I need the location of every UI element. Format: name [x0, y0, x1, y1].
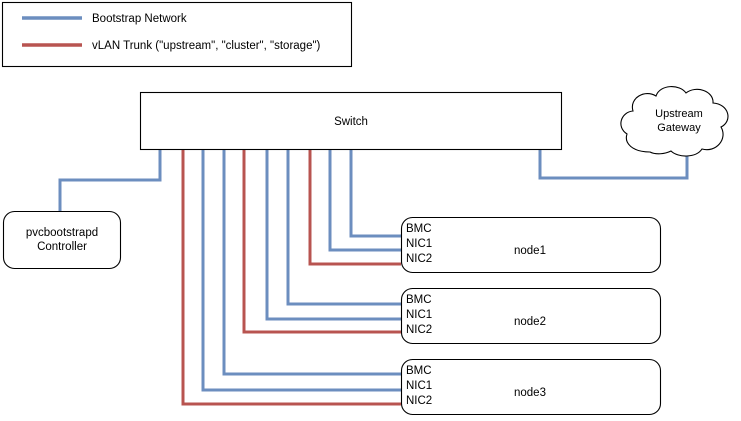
upstream-gateway-cloud[interactable]: [620, 86, 729, 157]
upstream-gateway-label-line1: Upstream: [655, 108, 703, 120]
node1-port-label-bmc: BMC: [406, 223, 432, 235]
node1-title: node1: [514, 245, 546, 257]
node1-port-label-nic2: NIC2: [406, 253, 432, 265]
node3-port-label-nic2: NIC2: [406, 395, 432, 407]
node1-box[interactable]: [400, 216, 662, 274]
pvcbootstrapd-controller-box[interactable]: [2, 210, 122, 270]
node1-port-label-nic1: NIC1: [406, 238, 432, 250]
node2-port-label-bmc: BMC: [406, 294, 432, 306]
wire-switch-to-node1-nic1: [328, 150, 401, 252]
wire-switch-to-node3-bmc: [222, 150, 401, 376]
node3-port-label-bmc: BMC: [406, 365, 432, 377]
node2-port-label-nic1: NIC1: [406, 309, 432, 321]
pvcbootstrapd-controller-label-line2: Controller: [37, 241, 87, 253]
legend-box: [1, 1, 353, 68]
node3-box[interactable]: [400, 358, 662, 416]
wire-switch-to-node1-nic2: [308, 150, 401, 266]
node2-box[interactable]: [400, 287, 662, 345]
wire-switch-to-node2-nic1: [265, 150, 401, 321]
node3-title: node3: [514, 387, 546, 399]
wire-switch-to-node1-bmc: [349, 150, 401, 238]
wire-switch-to-upstream-gateway: [538, 150, 689, 180]
wire-switch-to-node3-nic1: [201, 150, 401, 392]
legend-label-bootstrap-network: Bootstrap Network: [92, 13, 187, 25]
wire-switch-to-controller: [58, 150, 162, 212]
wire-switch-to-node2-bmc: [286, 150, 401, 306]
node3-port-label-nic1: NIC1: [406, 380, 432, 392]
node2-title: node2: [514, 316, 546, 328]
legend-label-vlan-trunk: vLAN Trunk ("upstream", "cluster", "stor…: [92, 40, 321, 52]
pvcbootstrapd-controller-label-line1: pvcbootstrapd: [26, 227, 98, 239]
upstream-gateway-label-line2: Gateway: [657, 122, 701, 134]
switch-label: Switch: [334, 116, 368, 128]
wire-switch-to-node3-nic2: [181, 150, 401, 406]
node2-port-label-nic2: NIC2: [406, 324, 432, 336]
switch-box[interactable]: [139, 91, 563, 151]
wire-switch-to-node2-nic2: [242, 150, 401, 334]
